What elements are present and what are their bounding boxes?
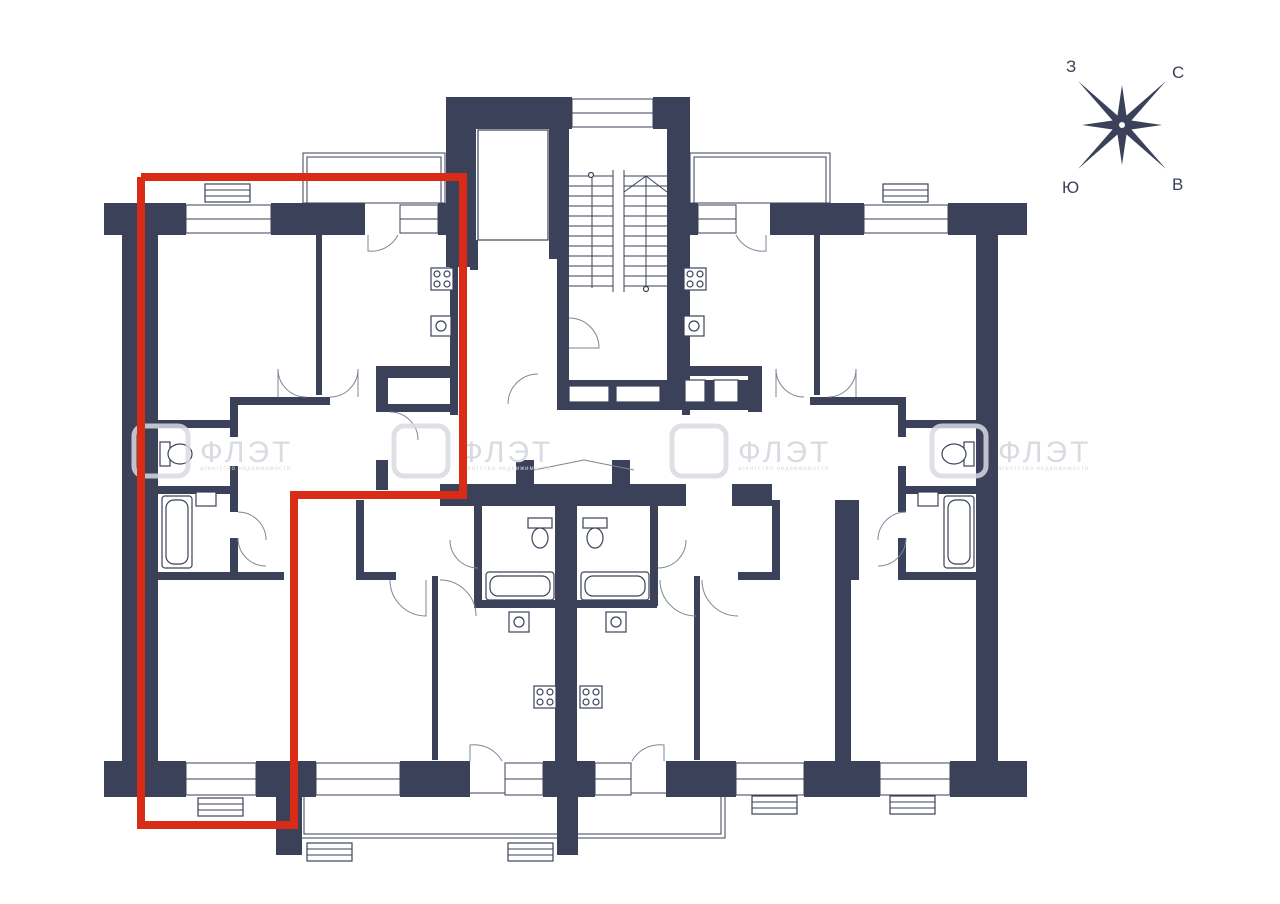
toilet-icon xyxy=(941,441,975,467)
watermark-logo-icon xyxy=(131,423,989,479)
sink-icon xyxy=(195,491,217,507)
compass-rose-icon xyxy=(1078,81,1166,169)
watermark-brand: ФЛЭТ xyxy=(200,436,293,469)
highlighted-apartment-outline xyxy=(137,173,467,829)
doors xyxy=(237,234,907,762)
compass-east-label: В xyxy=(1172,175,1183,194)
interior-walls xyxy=(158,235,976,762)
watermark-brand: ФЛЭТ xyxy=(738,436,831,469)
stove-icon xyxy=(533,685,557,709)
compass-north-label: С xyxy=(1172,63,1184,82)
toilet-icon xyxy=(582,517,608,549)
stove-icon xyxy=(430,267,454,291)
sink-icon xyxy=(917,491,939,507)
stove-icon xyxy=(683,267,707,291)
watermark-tagline: агентство недвижимости xyxy=(738,466,829,472)
sink-icon xyxy=(683,315,705,337)
bathtub-icon xyxy=(943,495,975,569)
stove-icon xyxy=(579,685,603,709)
compass-south-label: Ю xyxy=(1062,178,1079,197)
exterior-walls xyxy=(104,97,1027,855)
toilet-icon xyxy=(527,517,553,549)
compass-west-label: З xyxy=(1066,57,1076,76)
watermark-brand: ФЛЭТ xyxy=(460,436,553,469)
sink-icon xyxy=(430,315,452,337)
sills xyxy=(197,183,936,862)
watermark-tagline: агентство недвижимости xyxy=(460,466,551,472)
watermark: ФЛЭТ агентство недвижимости ФЛЭТ агентст… xyxy=(200,436,1091,472)
watermark-tagline: агентство недвижимости xyxy=(200,466,291,472)
watermark-tagline: агентство недвижимости xyxy=(998,466,1089,472)
windows xyxy=(185,98,951,796)
sink-icon xyxy=(508,611,530,633)
sink-icon xyxy=(605,611,627,633)
bathtub-icon xyxy=(161,495,193,569)
bathtub-icon xyxy=(485,571,555,601)
bathtub-icon xyxy=(580,571,650,601)
watermark-brand: ФЛЭТ xyxy=(998,436,1091,469)
staircase xyxy=(477,129,739,403)
